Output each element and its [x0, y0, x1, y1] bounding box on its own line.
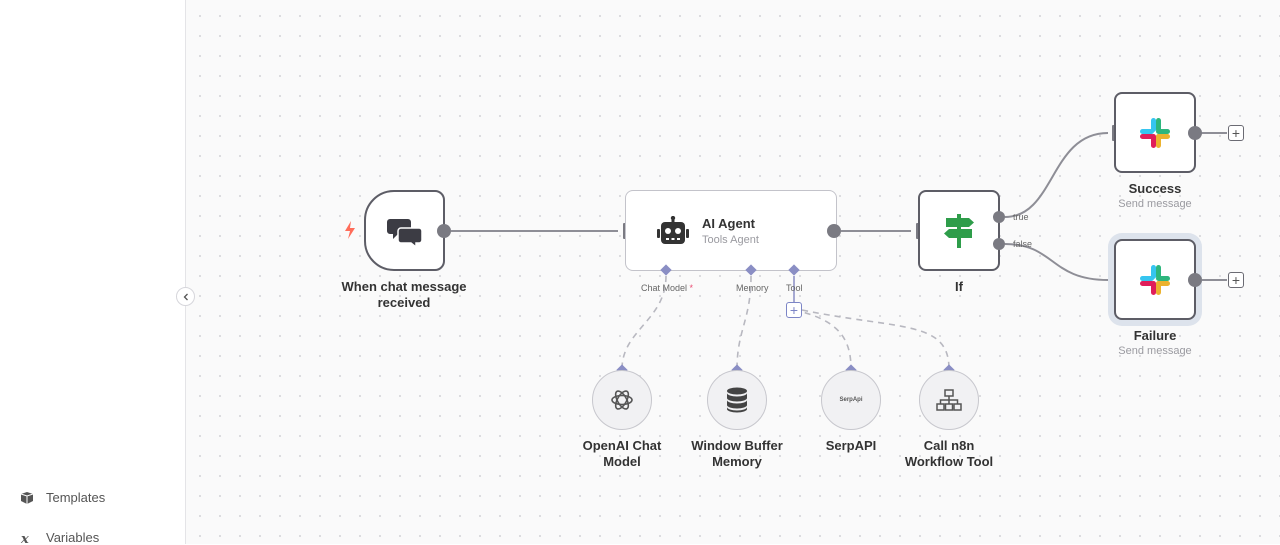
box-icon	[20, 491, 34, 505]
success-output-port[interactable]	[1188, 126, 1202, 140]
serpapi-node[interactable]: SerpApi	[821, 370, 881, 430]
sidebar-collapse-button[interactable]	[176, 287, 195, 306]
database-icon	[727, 387, 747, 413]
svg-text:x: x	[20, 532, 29, 545]
lightning-icon	[344, 221, 356, 244]
if-false-port[interactable]	[993, 238, 1005, 250]
call-workflow-tool-node[interactable]	[919, 370, 979, 430]
sidebar-item-label: Variables	[46, 530, 100, 545]
chat-trigger-node[interactable]	[364, 190, 445, 271]
variable-icon: x	[20, 531, 34, 545]
chat-icon	[386, 218, 423, 246]
serpapi-logo: SerpApi	[839, 397, 863, 403]
openai-icon	[611, 390, 633, 410]
trigger-output-port[interactable]	[437, 224, 451, 238]
if-node[interactable]	[918, 190, 1000, 271]
if-label: If	[955, 279, 963, 294]
if-true-port[interactable]	[993, 211, 1005, 223]
success-add-node-button[interactable]: +	[1228, 125, 1244, 141]
slack-icon	[1140, 117, 1170, 148]
success-slack-node[interactable]	[1114, 92, 1196, 173]
add-tool-button[interactable]: +	[786, 302, 802, 318]
ai-agent-node[interactable]: AI Agent Tools Agent	[625, 190, 837, 271]
sidebar-item-label: Templates	[46, 490, 106, 505]
serpapi-label: SerpAPI	[825, 438, 877, 453]
memory-port-label: Memory	[736, 283, 769, 293]
agent-output-port[interactable]	[827, 224, 841, 238]
failure-slack-node[interactable]	[1114, 239, 1196, 320]
true-branch-label: true	[1013, 212, 1029, 222]
openai-chat-model-node[interactable]	[592, 370, 652, 430]
failure-label: Failure	[1133, 328, 1177, 343]
sitemap-icon	[936, 389, 962, 411]
failure-output-port[interactable]	[1188, 273, 1202, 287]
failure-subtitle: Send message	[1118, 345, 1192, 357]
sidebar: Templates x Variables	[0, 0, 186, 545]
false-branch-label: false	[1013, 239, 1033, 249]
chat-model-port-label: Chat Model *	[641, 283, 694, 293]
success-subtitle: Send message	[1118, 198, 1192, 210]
chevron-left-icon	[183, 293, 188, 300]
agent-subtitle: Tools Agent	[702, 233, 759, 246]
signpost-icon	[944, 213, 974, 248]
tool-port-label: Tool	[786, 283, 803, 293]
failure-add-node-button[interactable]: +	[1228, 272, 1244, 288]
window-buffer-memory-node[interactable]	[707, 370, 767, 430]
sidebar-item-templates[interactable]: Templates	[20, 490, 105, 505]
success-label: Success	[1128, 181, 1182, 196]
slack-icon	[1140, 264, 1170, 295]
workflow-canvas[interactable]	[186, 0, 1280, 544]
agent-title: AI Agent	[702, 215, 755, 231]
robot-icon	[657, 215, 689, 244]
sidebar-item-variables[interactable]: x Variables	[20, 530, 99, 545]
